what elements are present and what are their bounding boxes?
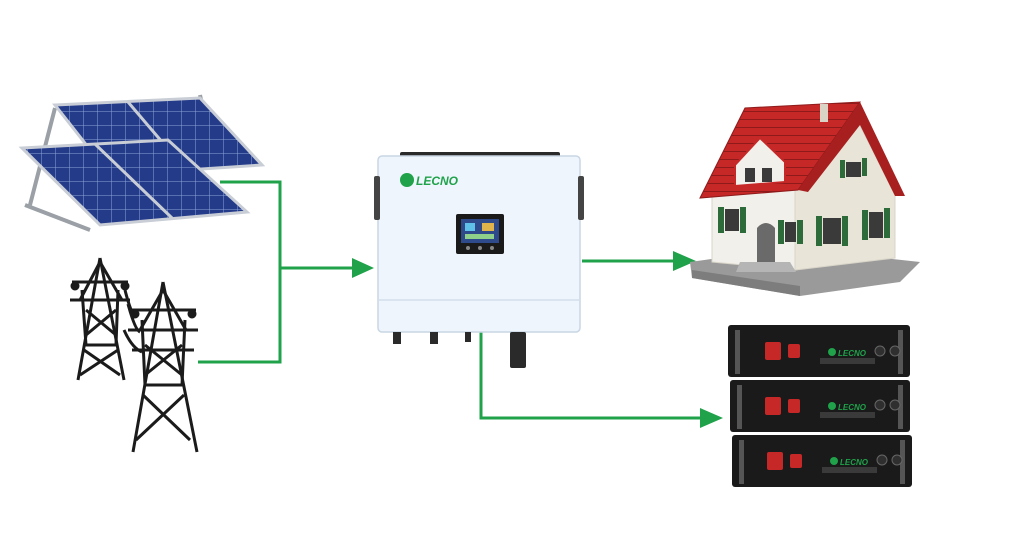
- battery-rack-icon: LECNO LECNO LECNO: [728, 325, 912, 487]
- house-arrow-head: [673, 251, 696, 271]
- battery-connector: [479, 330, 702, 420]
- battery-brand-label: LECNO: [838, 403, 867, 412]
- arrow-icon: [352, 251, 723, 428]
- battery-brand-label: LECNO: [840, 458, 869, 467]
- house-icon: [690, 101, 920, 296]
- battery-brand-label: LECNO: [838, 349, 867, 358]
- battery-module: LECNO: [730, 380, 910, 432]
- inverter-brand-label: LECNO: [416, 174, 459, 188]
- solar-connector: [220, 180, 282, 268]
- transmission-tower-icon: [70, 257, 199, 453]
- battery-module: LECNO: [728, 325, 910, 377]
- connector-lines: [198, 180, 702, 420]
- inverter-arrow-head: [352, 258, 374, 278]
- solar-panel-icon: [18, 94, 266, 232]
- grid-connector: [198, 268, 282, 364]
- battery-arrow-head: [700, 408, 723, 428]
- battery-module: LECNO: [732, 435, 912, 487]
- inverter-icon: LECNO: [374, 152, 584, 368]
